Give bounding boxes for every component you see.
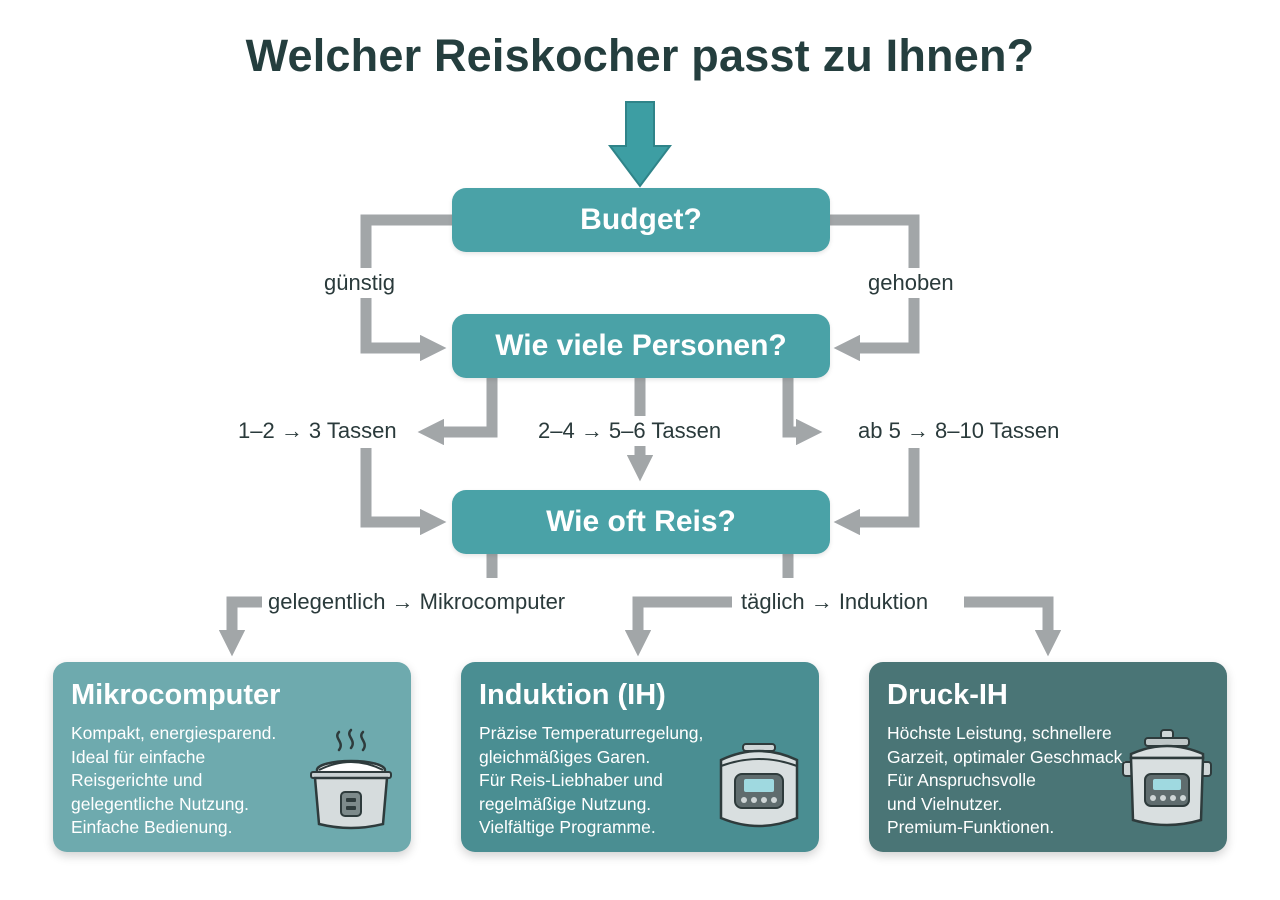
connector-to-ih (624, 596, 732, 657)
branch-label-medium: 2–4 → 5–6 Tassen (534, 416, 726, 446)
card-line: Einfache Bedienung. (71, 817, 233, 837)
question-budget: Budget? (452, 188, 830, 252)
start-arrow (608, 101, 672, 188)
branch-label-daily: täglich → Induktion (737, 587, 933, 617)
connector-large (782, 378, 823, 446)
question-frequency: Wie oft Reis? (452, 490, 830, 554)
card-line: Präzise Temperaturregelung, (479, 723, 704, 743)
card-line: Reisgerichte und (71, 770, 203, 790)
card-title: Mikrocomputer (71, 679, 281, 711)
card-line: gleichmäßiges Garen. (479, 746, 651, 767)
branch-label-premium: gehoben (864, 268, 958, 298)
card-title: Druck-IH (887, 679, 1008, 711)
branch-label-occasional: gelegentlich → Mikrocomputer (264, 587, 570, 617)
result-card-micro: Mikrocomputer Kompakt, energiesparend. I… (53, 662, 411, 852)
question-persons: Wie viele Personen? (452, 314, 830, 378)
card-line: Garzeit, optimaler Geschmack. (887, 746, 1128, 767)
connector-to-micro (218, 596, 262, 657)
card-description: Kompakt, energiesparend. Ideal für einfa… (71, 722, 321, 840)
question-persons-label: Wie viele Personen? (495, 329, 787, 362)
branch-label-small: 1–2 → 3 Tassen (234, 416, 401, 446)
card-title: Induktion (IH) (479, 679, 666, 711)
page-title: Welcher Reiskocher passt zu Ihnen? (245, 30, 1035, 81)
branch-label-cheap: günstig (320, 268, 399, 298)
card-line: gelegentliche Nutzung. (71, 793, 250, 814)
card-description: Präzise Temperaturregelung, gleichmäßige… (479, 722, 729, 840)
question-frequency-label: Wie oft Reis? (546, 505, 736, 538)
card-line: Höchste Leistung, schnellere (887, 723, 1112, 743)
digital-rice-cooker-icon (719, 743, 799, 828)
card-line: regelmäßige Nutzung. (479, 793, 652, 814)
connector-small (417, 378, 498, 446)
card-line: und Vielnutzer. (887, 793, 1003, 814)
card-line: Kompakt, energiesparend. (71, 723, 277, 743)
result-card-ih: Induktion (IH) Präzise Temperaturregelun… (461, 662, 819, 852)
card-line: Für Anspruchsvolle (887, 770, 1036, 790)
connector-small-to-frequency (360, 448, 447, 536)
result-card-pressure: Druck-IH Höchste Leistung, schnellere Ga… (869, 662, 1227, 852)
branch-label-large: ab 5 → 8–10 Tassen (854, 416, 1064, 446)
card-description: Höchste Leistung, schnellere Garzeit, op… (887, 722, 1137, 840)
question-budget-label: Budget? (580, 203, 702, 236)
card-line: Für Reis-Liebhaber und (479, 770, 663, 790)
steaming-rice-cooker-icon (310, 728, 392, 830)
pressure-rice-cooker-icon (1122, 729, 1212, 827)
connector-large-to-frequency (833, 448, 920, 536)
card-line: Ideal für einfache (71, 746, 206, 767)
connector-to-pressure (964, 596, 1062, 657)
card-line: Vielfältige Programme. (479, 817, 656, 837)
card-line: Premium-Funktionen. (887, 817, 1055, 837)
